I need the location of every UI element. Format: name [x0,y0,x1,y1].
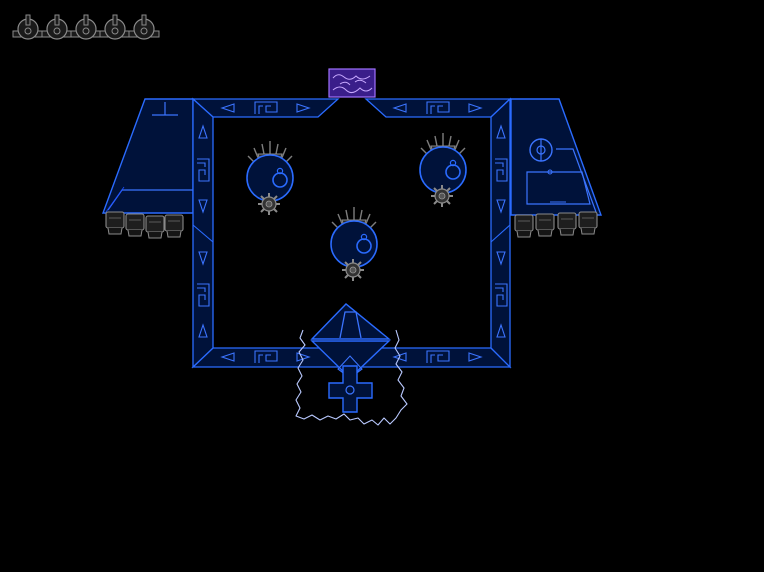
thruster-pod-icon [514,214,534,238]
thruster-pod-icon [578,211,598,235]
warp-portal-icon[interactable] [328,68,376,98]
thruster-pod-icon [535,213,555,237]
lightning-shield [295,329,408,426]
enemies [246,132,467,282]
left-wing-structure [101,98,194,214]
thruster-pod-icon [164,214,184,238]
thruster-pod-icon [105,211,125,235]
spiked-orb-enemy-icon[interactable] [330,206,378,282]
tank-turret-icon [70,14,102,40]
left-thruster-pods [105,211,184,239]
thruster-pod-icon [557,212,577,236]
spiked-orb-enemy-icon[interactable] [419,132,467,208]
arena-frame [191,97,512,369]
tank-turret-icon [99,14,131,40]
spiked-orb-enemy-icon[interactable] [246,140,294,216]
tank-turret-icon [12,14,44,40]
thruster-pod-icon [145,215,165,239]
thruster-pod-icon [125,213,145,237]
tank-turret-icon [128,14,160,40]
right-thruster-pods [514,211,598,238]
diamond-ship-icon[interactable] [310,303,391,413]
lives-indicator [12,14,160,40]
tank-turret-icon [41,14,73,40]
right-wing-structure [510,98,602,216]
